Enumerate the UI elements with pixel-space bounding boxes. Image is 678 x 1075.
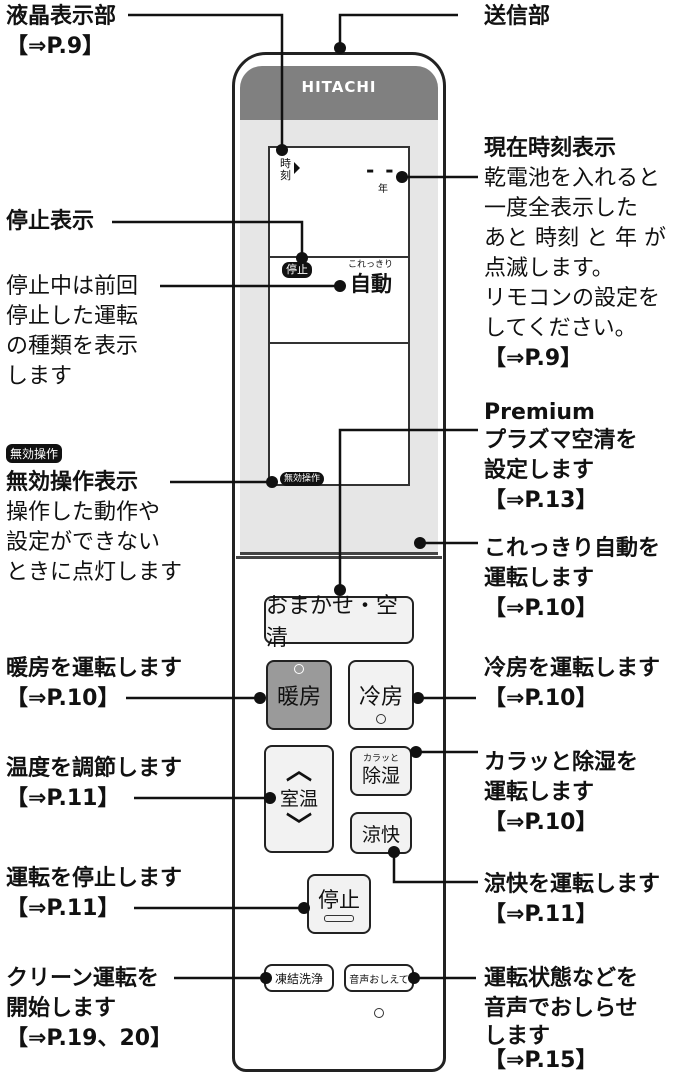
premium-ref: 【⇒P.13】 [484, 488, 598, 513]
ryokai-button[interactable]: 涼快 [350, 812, 412, 854]
heat-led [294, 664, 304, 674]
invalid-op-label: 無効操作表示 [6, 470, 139, 495]
stop-desc-line: 停止中は前回 [6, 274, 139, 299]
ryokai-ref: 【⇒P.11】 [484, 902, 598, 927]
ryokai-label: 涼快を運転します [484, 872, 661, 897]
auto-label-2: 運転します [484, 566, 595, 591]
voice-ref: 【⇒P.15】 [484, 1048, 598, 1073]
lcd-display-ref: 【⇒P.9】 [6, 34, 105, 59]
heat-label: 暖房を運転します [6, 656, 183, 681]
clean-button[interactable]: 凍結洗浄 [264, 964, 334, 992]
invalid-desc-line: 操作した動作や [6, 500, 161, 525]
stop-desc-line: します [6, 364, 73, 389]
auto-label: これっきり自動を [484, 536, 661, 561]
invalid-desc-line: 設定ができない [6, 530, 161, 555]
cool-label: 冷房を運転します [484, 656, 661, 681]
time-dashes: - - [366, 158, 396, 182]
clean-label: クリーン運転を [6, 966, 159, 991]
clock-desc-line: あと 時刻 と 年 が [484, 226, 666, 251]
dehumid-ref: 【⇒P.10】 [484, 810, 598, 835]
clock-label: 現在時刻表示 [484, 136, 617, 161]
invalid-op-badge: 無効操作 [280, 472, 325, 486]
stop-display-label: 停止表示 [6, 209, 95, 234]
auto-mode-text: 自動 [350, 272, 392, 296]
stop-desc-line: の種類を表示 [6, 334, 139, 359]
heat-button[interactable]: 暖房 [266, 660, 332, 730]
clock-desc-line: リモコンの設定を [484, 286, 661, 311]
clock-desc-line: 一度全表示した [484, 196, 639, 221]
omakase-button[interactable]: おまかせ・空清 [264, 594, 414, 651]
clean-ref: 【⇒P.19、20】 [6, 1026, 173, 1051]
clock-indicator-arrow [294, 162, 300, 174]
stop-led [324, 914, 354, 922]
voice-label-2: 音声でおしらせ [484, 996, 638, 1021]
clock-ref: 【⇒P.9】 [484, 346, 583, 371]
premium-label: Premium [484, 400, 595, 425]
clock-desc-line: 乾電池を入れると [484, 166, 661, 191]
clock-mark: 時刻 [280, 157, 291, 182]
invalid-op-icon: 無効操作 [6, 444, 63, 463]
invalid-desc-line: ときに点灯します [6, 560, 183, 585]
lcd-display-label: 液晶表示部 [6, 4, 117, 29]
stop-badge: 停止 [282, 262, 312, 278]
transmit-label: 送信部 [484, 4, 551, 29]
clock-desc-line: 点滅します。 [484, 256, 614, 281]
stop-button[interactable]: 停止 [307, 874, 371, 934]
stop-desc-line: 停止した運転 [6, 304, 139, 329]
brand-logo: HITACHI [301, 78, 377, 96]
voice-label: 運転状態などを [484, 966, 639, 991]
dehumid-label-2: 運転します [484, 780, 595, 805]
auto-small-label: これっきり [348, 260, 394, 270]
cool-led [376, 714, 386, 724]
stop-ref: 【⇒P.11】 [6, 896, 120, 921]
voice-button[interactable]: 音声おしえて [344, 964, 414, 992]
clean-label-2: 開始します [6, 996, 117, 1021]
year-mark: 年 [378, 184, 388, 195]
premium-label-3: 設定します [484, 458, 595, 483]
temp-down-icon[interactable]: ﹀ [285, 812, 312, 842]
lcd-divider [270, 256, 408, 258]
heat-ref: 【⇒P.10】 [6, 686, 120, 711]
remote-head [240, 66, 438, 120]
clock-desc-line: してください。 [484, 316, 637, 341]
cool-button[interactable]: 冷房 [348, 660, 414, 730]
dehumid-label: カラッと除湿を [484, 750, 639, 775]
temp-label: 温度を調節します [6, 756, 183, 781]
dehumid-button[interactable]: カラッと 除湿 [350, 746, 412, 796]
voice-mic-hole [374, 1008, 384, 1018]
stop-label: 運転を停止します [6, 866, 183, 891]
auto-ref: 【⇒P.10】 [484, 596, 598, 621]
lcd-divider [270, 342, 408, 344]
temp-ref: 【⇒P.11】 [6, 786, 120, 811]
cool-ref: 【⇒P.10】 [484, 686, 598, 711]
temp-up-icon[interactable]: ︿ [285, 756, 312, 786]
premium-label-2: プラズマ空清を [484, 428, 638, 453]
voice-label-3: します [484, 1024, 551, 1049]
